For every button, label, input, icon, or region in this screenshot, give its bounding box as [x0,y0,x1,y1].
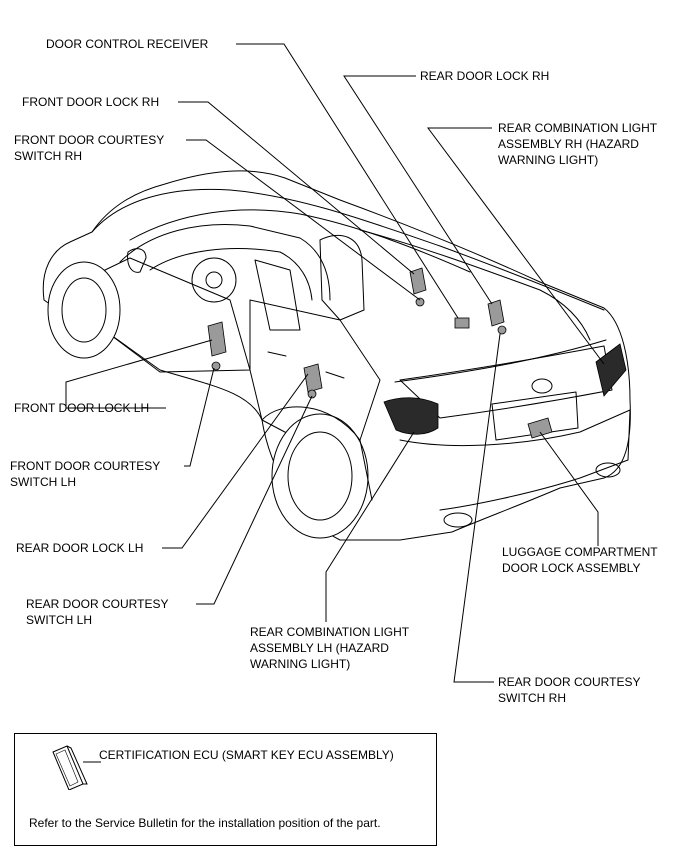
label-rear-door-lock-lh: REAR DOOR LOCK LH [16,541,143,555]
label-line: WARNING LIGHT) [250,657,350,671]
leader-front-door-courtesy-rh [186,139,421,301]
leader-rear-door-courtesy-lh [196,395,313,605]
label-line: WARNING LIGHT) [498,153,598,167]
leader-rear-combination-light-rh [427,127,605,365]
door-control-receiver-part [454,317,470,329]
label-line: DOOR CONTROL RECEIVER [46,37,209,51]
license-plate-recess [491,391,579,441]
label-line: SWITCH LH [26,613,92,627]
label-line: SWITCH RH [14,149,82,163]
legend-note: Refer to the Service Bulletin for the in… [29,816,381,830]
leader-front-door-lock-rh [178,101,415,275]
label-line: ASSEMBLY RH (HAZARD [498,137,639,151]
rear-spoiler [394,339,607,383]
car-roof-inner [129,209,471,273]
leader-rear-door-courtesy-rh [453,333,501,683]
luggage-lock-part [527,417,553,439]
rear-emblem [531,378,553,394]
rear-rim [287,431,353,521]
front-door-lock-rh-part [409,267,427,295]
leader-rear-door-lock-rh [343,75,493,305]
label-line: REAR DOOR LOCK LH [16,541,143,555]
label-line: FRONT DOOR COURTESY [14,133,164,147]
door-handle-rear [325,371,345,379]
component-labels: DOOR CONTROL RECEIVER FRONT DOOR LOCK RH… [10,37,661,705]
rear-wheel [271,413,369,539]
label-line: FRONT DOOR COURTESY [10,459,160,473]
leader-front-door-courtesy-lh [184,367,215,467]
rear-wheel-arch [261,406,373,501]
leader-luggage-compartment-lock [539,431,599,546]
car-body-outline [42,170,631,541]
label-line: SWITCH LH [10,475,76,489]
label-front-door-lock-lh: FRONT DOOR LOCK LH [14,401,149,415]
door-handle-front [267,351,287,357]
leader-rear-door-lock-lh [162,373,309,549]
label-line: REAR DOOR COURTESY [26,597,168,611]
label-rear-door-lock-rh: REAR DOOR LOCK RH [420,69,549,83]
rear-bumper [399,409,631,511]
tail-light-left [383,397,439,435]
label-front-door-lock-rh: FRONT DOOR LOCK RH [22,95,159,109]
label-line: DOOR LOCK ASSEMBLY [502,561,641,575]
label-line: REAR DOOR LOCK RH [420,69,549,83]
label-rear-combination-light-lh: REAR COMBINATION LIGHT ASSEMBLY LH (HAZA… [250,625,412,671]
certification-ecu-icon [52,745,101,790]
rear-door-lock-rh-part [487,299,505,327]
front-door-courtesy-lh-part [211,361,221,371]
leader-rear-combination-light-lh [325,431,415,622]
steering-wheel [191,257,237,303]
front-door-lock-lh-part [207,321,227,357]
exhaust-right [595,462,621,478]
label-door-control-receiver: DOOR CONTROL RECEIVER [46,37,209,51]
label-rear-combination-light-rh: REAR COMBINATION LIGHT ASSEMBLY RH (HAZA… [498,121,660,167]
label-luggage-compartment-lock: LUGGAGE COMPARTMENT DOOR LOCK ASSEMBLY [502,545,661,575]
rear-door-courtesy-lh-part [307,389,317,399]
seat-front [319,234,365,321]
label-line: SWITCH RH [498,691,566,705]
rear-door-courtesy-rh-part [497,325,507,335]
steering-hub [205,271,223,289]
label-line: FRONT DOOR LOCK RH [22,95,159,109]
dashboard [149,248,313,301]
label-line: FRONT DOOR LOCK LH [14,401,149,415]
label-rear-door-courtesy-rh: REAR DOOR COURTESY SWITCH RH [498,675,644,705]
rear-door-lock-lh-part [303,363,323,393]
legend-item-label: CERTIFICATION ECU (SMART KEY ECU ASSEMBL… [99,748,394,762]
front-door-courtesy-rh-part [415,297,425,307]
exhaust-left [443,512,473,528]
label-front-door-courtesy-lh: FRONT DOOR COURTESY SWITCH LH [10,459,163,489]
label-rear-door-courtesy-lh: REAR DOOR COURTESY SWITCH LH [26,597,172,627]
label-line: LUGGAGE COMPARTMENT [502,545,658,559]
side-mirror [127,248,147,273]
center-console [254,259,301,331]
vehicle-illustration [42,170,631,541]
label-line: REAR DOOR COURTESY [498,675,640,689]
label-line: REAR COMBINATION LIGHT [498,121,658,135]
leader-door-control-receiver [236,43,459,319]
windshield [119,224,331,301]
rear-window [359,229,591,341]
front-wheel [47,261,121,359]
front-rim [61,277,107,343]
label-line: ASSEMBLY LH (HAZARD [250,641,389,655]
legend-box: CERTIFICATION ECU (SMART KEY ECU ASSEMBL… [14,733,437,846]
leader-lines [65,43,605,683]
leader-front-door-lock-lh [65,339,213,409]
label-front-door-courtesy-rh: FRONT DOOR COURTESY SWITCH RH [14,133,167,163]
label-line: REAR COMBINATION LIGHT [250,625,410,639]
tail-light-right [595,343,627,397]
